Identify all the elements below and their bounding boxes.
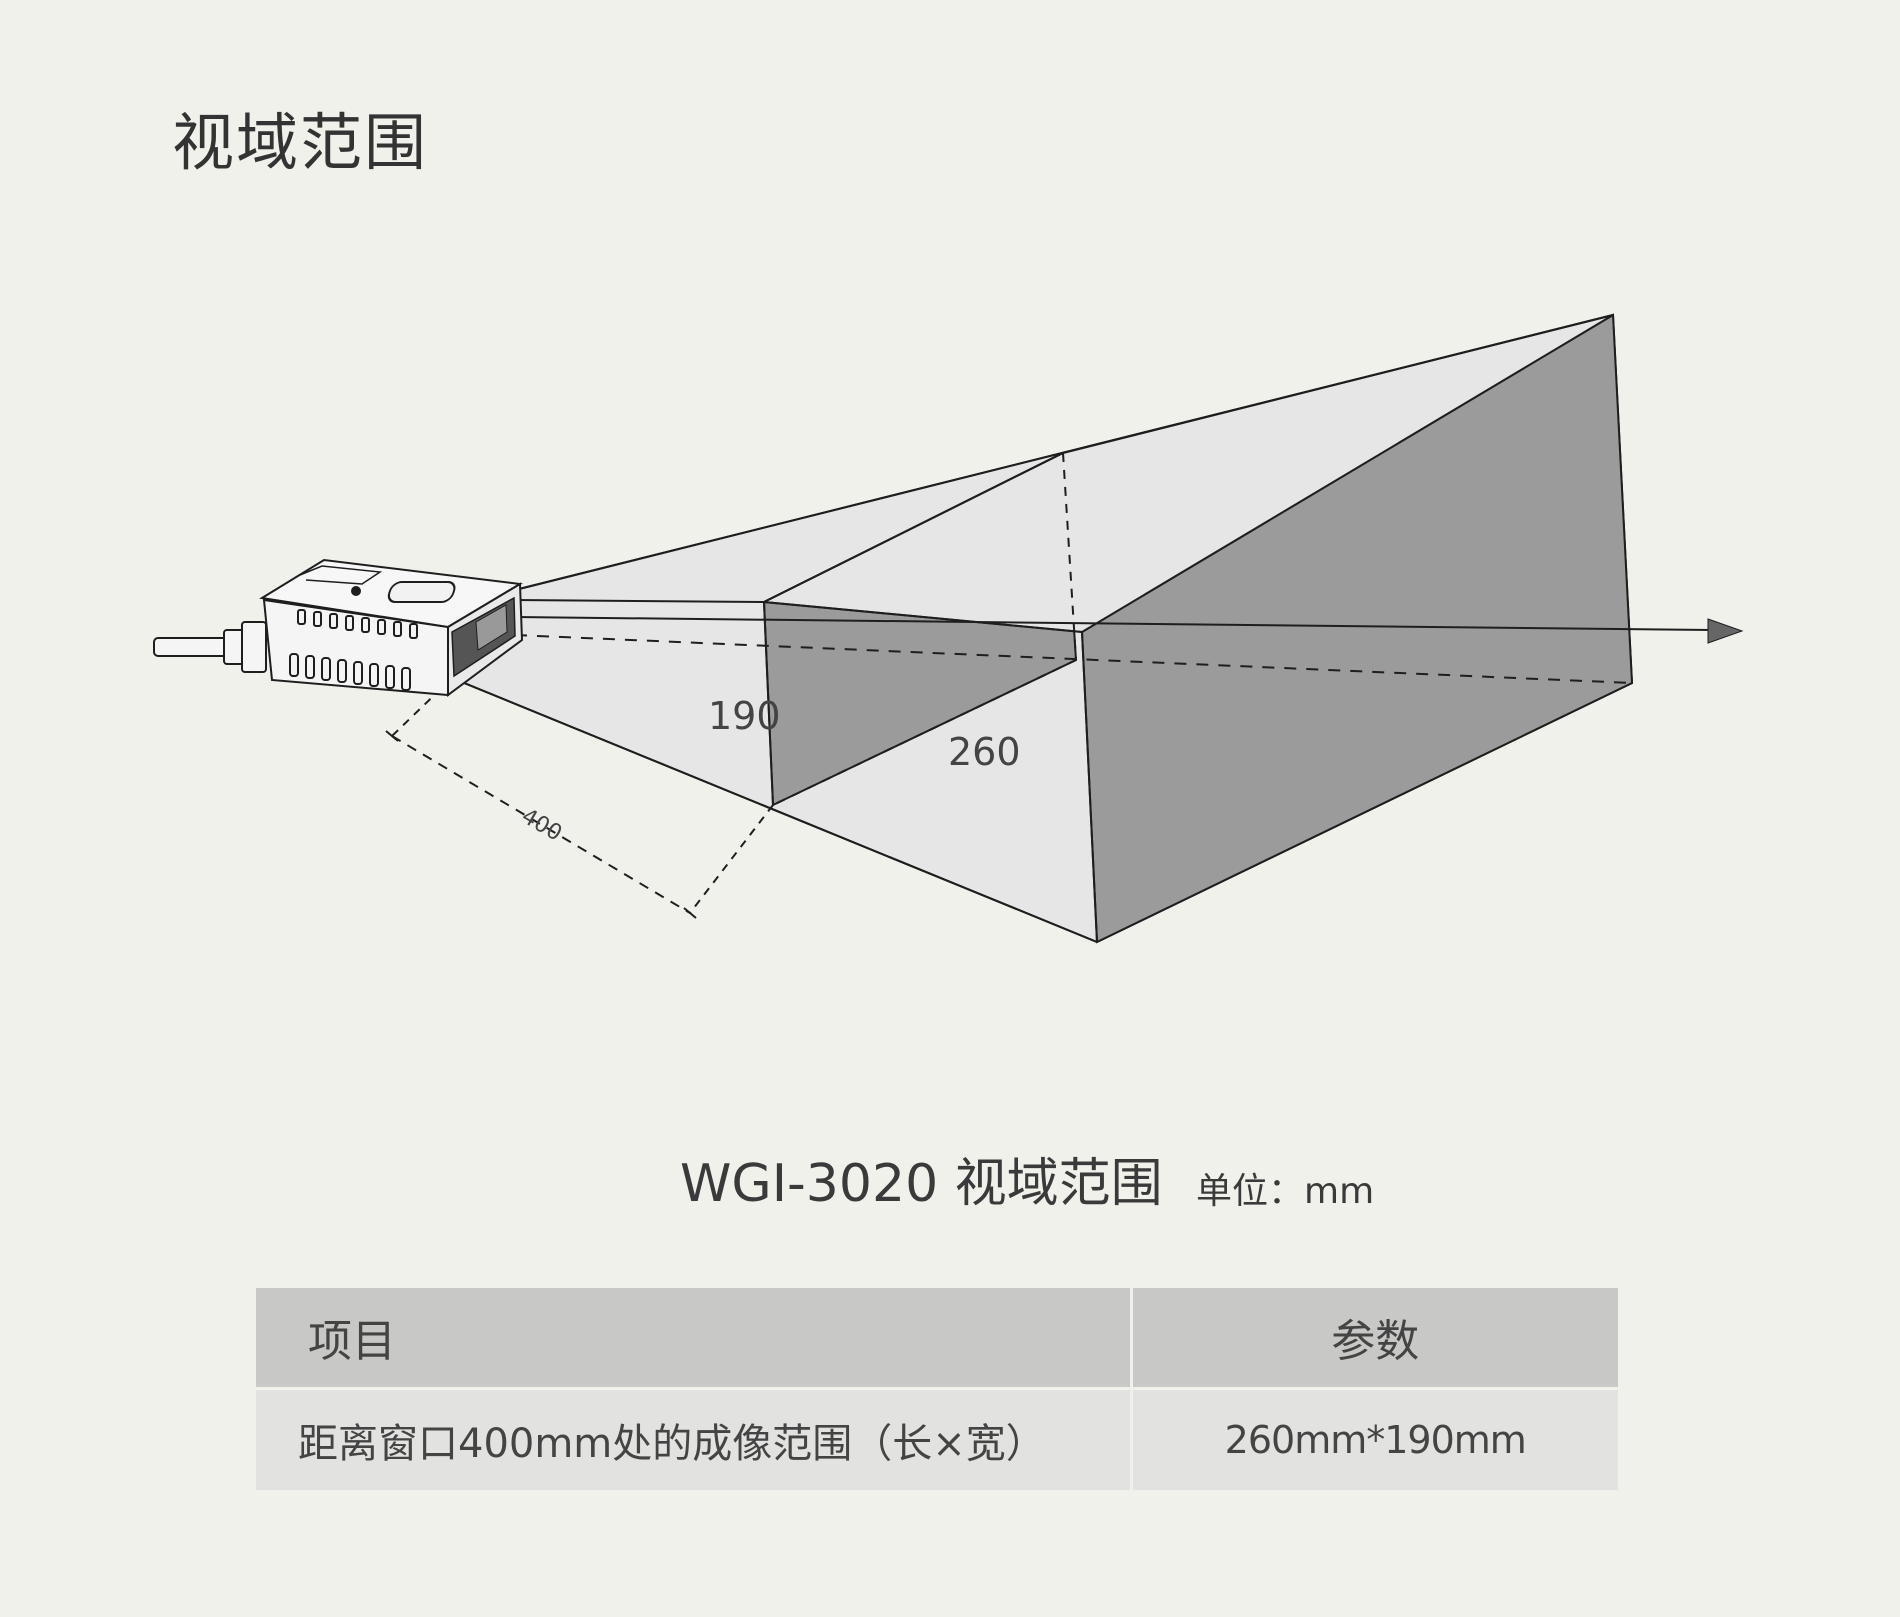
table-header-item: 项目 — [256, 1288, 1133, 1390]
diagram-caption-title: WGI-3020 视域范围 — [680, 1154, 1163, 1214]
scanner-top-slot — [387, 581, 456, 603]
distance-label: 400 — [517, 804, 566, 847]
table-cell-param: 260mm*190mm — [1224, 1417, 1527, 1462]
diagram-caption-unit: 单位：mm — [1196, 1171, 1375, 1212]
hidden-edge-near-back-vert — [1062, 452, 1077, 661]
edge-near-top — [514, 599, 765, 603]
scanner-top-outline — [299, 565, 383, 585]
edge-top-left — [514, 314, 1614, 591]
distance-dim-tick-right — [683, 907, 697, 919]
optical-axis — [514, 616, 1713, 631]
hidden-edge-near-diag — [772, 659, 1077, 806]
hidden-edge-center — [514, 634, 1633, 684]
table-cell-item: 距离窗口400mm处的成像范围（长×宽） — [256, 1388, 1133, 1490]
table-row: 距离窗口400mm处的成像范围（长×宽） 260mm*190mm — [256, 1388, 1618, 1490]
edge-cone-top — [763, 601, 1083, 633]
distance-dim-tick-left — [385, 730, 399, 742]
edge-near-vert — [763, 601, 774, 806]
width-label: 260 — [948, 730, 1021, 774]
scanner-window-inner — [475, 604, 508, 651]
edge-near-diag — [763, 452, 1064, 603]
scanner-ribs-upper — [297, 609, 418, 639]
optical-axis-arrowhead — [1707, 618, 1744, 644]
scanner-ribs-lower — [289, 653, 411, 691]
distance-dim-line — [391, 735, 691, 914]
scanner-device — [153, 558, 524, 697]
height-label: 190 — [708, 694, 781, 738]
page-title: 视域范围 — [172, 106, 429, 179]
scanner-cable-collar-2 — [241, 621, 267, 673]
spec-table: 项目 参数 距离窗口400mm处的成像范围（长×宽） 260mm*190mm — [256, 1288, 1618, 1490]
table-header-row: 项目 参数 — [256, 1288, 1618, 1390]
edge-bottom — [451, 677, 1098, 943]
edge-far-vert — [1081, 631, 1098, 943]
distance-dim-ext-right — [689, 804, 774, 914]
scanner-top-dot — [351, 586, 361, 596]
table-header-param: 参数 — [1131, 1288, 1618, 1390]
